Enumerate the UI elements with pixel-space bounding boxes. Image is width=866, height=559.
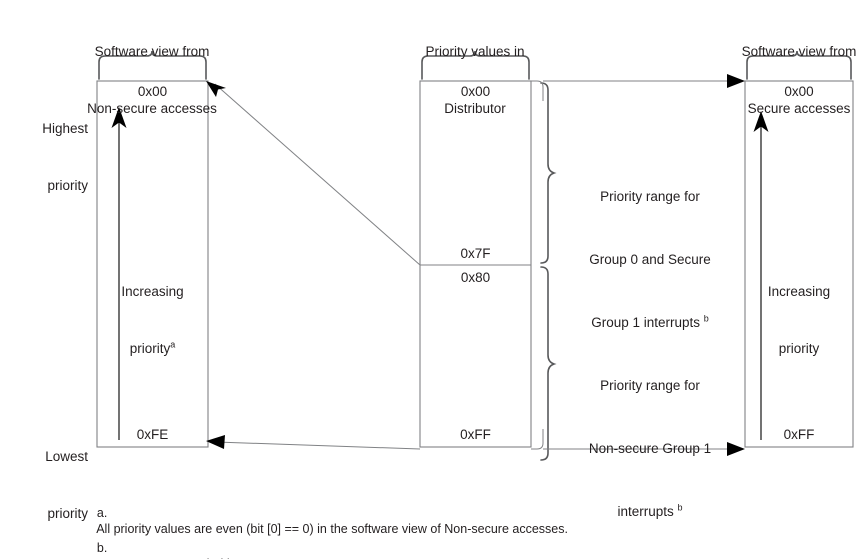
non-secure-increasing-line1: Increasing [121, 284, 184, 299]
column-header-non-secure-line1: Software view from [94, 44, 210, 59]
footnote-b: b. Ranges recommended by Arm. [83, 524, 269, 559]
non-secure-increasing-priority-label: Increasing prioritya [97, 244, 208, 396]
connector-bottom-left-head [206, 435, 225, 449]
range-brace-0 [540, 82, 557, 264]
connector-top-diagonal-head [206, 81, 226, 97]
distributor-top-value: 0x00 [460, 84, 491, 99]
non-secure-increasing-line2-text: priority [129, 341, 171, 356]
secure-box-group [744, 50, 854, 448]
range-annotation-1-line2: Non-secure Group 1 [588, 441, 712, 456]
distributor-brace [421, 50, 530, 80]
range-brace-group-1 [540, 266, 557, 461]
connector-top-secure-head [727, 74, 745, 88]
secure-brace [746, 50, 852, 80]
axis-label-lowest-line2: priority [47, 506, 88, 521]
column-header-distributor: Priority values in Distributor [395, 4, 555, 156]
footnote-b-text: Ranges recommended by Arm. [97, 557, 269, 559]
axis-label-highest-priority: Highest priority [10, 81, 88, 233]
connector-bottom-left-line [215, 441, 421, 450]
column-header-secure-line1: Software view from [741, 44, 857, 59]
secure-increasing-priority-label: Increasing priority [745, 244, 853, 396]
footnote-b-marker: b. [96, 541, 108, 555]
connector-bottom-right-head [727, 442, 745, 456]
secure-increasing-line1: Increasing [767, 284, 831, 299]
column-header-non-secure-line2: Non-secure accesses [87, 101, 217, 116]
non-secure-box-group [96, 50, 209, 448]
range-annotation-0-footnote-marker: b [703, 313, 709, 324]
axis-label-lowest-line1: Lowest [45, 449, 88, 464]
non-secure-bottom-value: 0xFE [136, 427, 169, 442]
distributor-bottom-value: 0xFF [460, 427, 491, 442]
non-secure-increasing-line2: prioritya [97, 339, 208, 358]
connector-top-diagonal [206, 81, 421, 266]
range-annotation-0-line2: Group 0 and Secure [589, 252, 711, 267]
range-annotation-1-line3: interrupts b [560, 501, 740, 522]
connector-top-diagonal-line [214, 83, 421, 266]
column-header-distributor-line1: Priority values in [425, 44, 525, 59]
footnote-a: a. All priority values are even (bit [0]… [83, 489, 568, 553]
secure-box [744, 80, 854, 448]
axis-label-lowest-priority: Lowest priority [10, 409, 88, 559]
distributor-box [419, 80, 532, 448]
distributor-mid-upper-value: 0x7F [460, 246, 491, 261]
axis-label-highest-line1: Highest [42, 121, 88, 136]
secure-increasing-arrow-head [753, 111, 769, 132]
range-brace-group-0 [540, 82, 557, 264]
range-annotation-1-line3-text: interrupts [617, 504, 674, 519]
range-brace-1 [540, 266, 557, 461]
column-header-secure: Software view from Secure accesses [719, 4, 866, 156]
footnote-a-text: All priority values are even (bit [0] ==… [96, 522, 568, 536]
non-secure-top-value: 0x00 [137, 84, 168, 99]
secure-bottom-value: 0xFF [783, 427, 815, 442]
secure-top-value: 0x00 [784, 84, 814, 99]
distributor-box-group [419, 50, 532, 448]
footnote-a-marker: a. [96, 506, 108, 520]
connector-bottom-left [206, 435, 421, 450]
non-secure-increasing-footnote-marker: a [170, 339, 176, 350]
connector-top-secure-corner [531, 80, 544, 101]
non-secure-brace [98, 50, 207, 80]
connector-bottom-right-corner [531, 429, 544, 450]
column-header-distributor-line2: Distributor [444, 101, 506, 116]
range-annotation-0: Priority range for Group 0 and Secure Gr… [560, 144, 740, 375]
non-secure-increasing-arrow-head [111, 107, 127, 128]
connector-top-secure [531, 74, 745, 101]
range-annotation-1: Priority range for Non-secure Group 1 in… [560, 333, 740, 559]
distributor-mid-lower-value: 0x80 [460, 270, 491, 285]
column-header-non-secure: Software view from Non-secure accesses [72, 4, 232, 156]
axis-label-highest-line2: priority [47, 178, 88, 193]
range-annotation-0-line3-text: Group 1 interrupts [591, 315, 701, 330]
range-annotation-0-line1: Priority range for [600, 189, 700, 204]
column-header-secure-line2: Secure accesses [747, 101, 851, 116]
connector-bottom-right [531, 429, 745, 456]
non-secure-box [96, 80, 209, 448]
range-annotation-1-line1: Priority range for [600, 378, 700, 393]
range-annotation-0-line3: Group 1 interrupts b [560, 312, 740, 333]
range-annotation-1-footnote-marker: b [677, 502, 683, 513]
secure-increasing-line2: priority [778, 341, 820, 356]
